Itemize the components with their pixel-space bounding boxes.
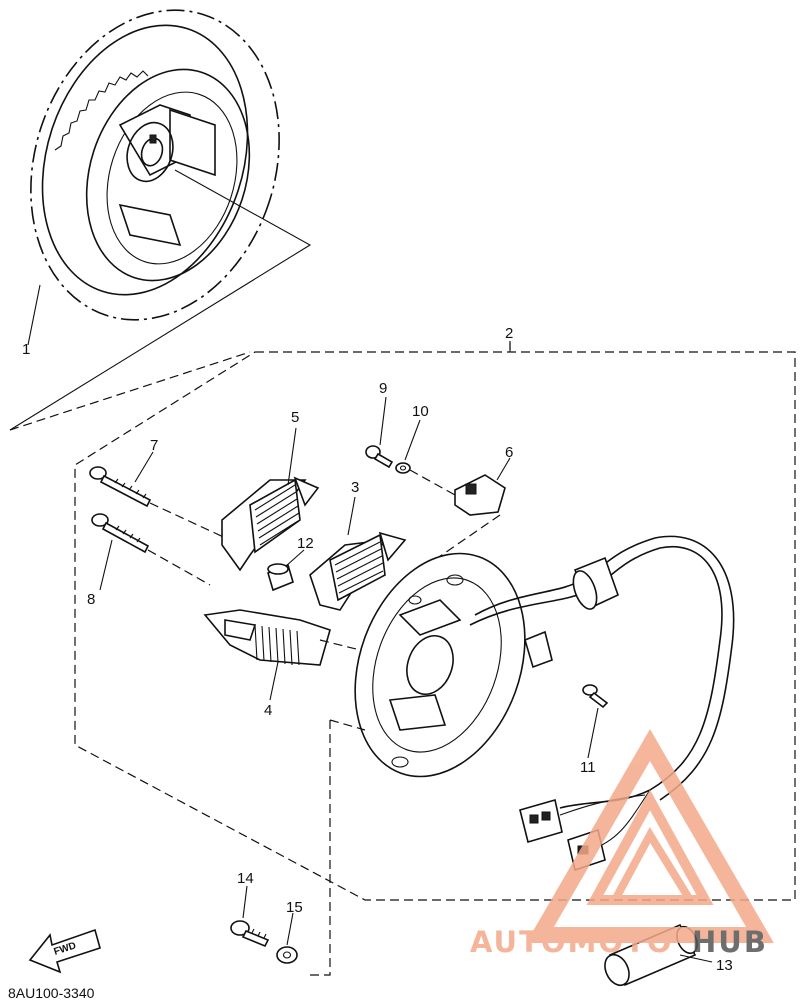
- coil-3: [309, 531, 407, 611]
- clamp-6: [394, 474, 506, 601]
- callout-10: 10: [412, 403, 429, 420]
- drawing-code: 8AU100-3340: [8, 985, 95, 1001]
- washer-10: [395, 462, 456, 496]
- callout-8: 8: [87, 591, 95, 608]
- callout-leaders: [99, 343, 713, 963]
- callout-6: 6: [505, 444, 513, 461]
- callout-labels: 1 2 3 4 5 6 7 8 9 10 11 12 13 14 15: [22, 325, 733, 974]
- fwd-arrow: FWD: [28, 928, 101, 974]
- callout-9: 9: [379, 380, 387, 397]
- rotor-assembly: [9, 9, 312, 431]
- callout-11: 11: [580, 759, 596, 776]
- callout-13: 13: [716, 957, 733, 974]
- collar-12: [267, 563, 294, 592]
- watermark-logo-icon: [526, 729, 774, 943]
- callout-5: 5: [291, 409, 299, 426]
- callout-4: 4: [264, 702, 272, 719]
- callout-7: 7: [150, 437, 158, 454]
- screw-14: [230, 920, 270, 948]
- callout-3: 3: [351, 479, 359, 496]
- watermark: AUTOMOTO HUB: [470, 729, 774, 959]
- bolt-8: [91, 513, 211, 586]
- watermark-auto-text: AUTOMOTO: [470, 925, 673, 959]
- callout-1: 1: [22, 341, 30, 358]
- coil-5: [221, 476, 320, 572]
- screw-11: [582, 684, 609, 709]
- stator-plate: [319, 552, 526, 778]
- callout-14: 14: [237, 870, 254, 887]
- washer-15: [276, 946, 298, 964]
- pickup-coil-4: [203, 609, 331, 666]
- callout-15: 15: [286, 899, 303, 916]
- screw-9: [365, 445, 394, 469]
- callout-12: 12: [297, 535, 314, 552]
- bolt-7: [89, 466, 231, 541]
- callout-2: 2: [505, 325, 513, 342]
- watermark-hub-text: HUB: [692, 925, 768, 959]
